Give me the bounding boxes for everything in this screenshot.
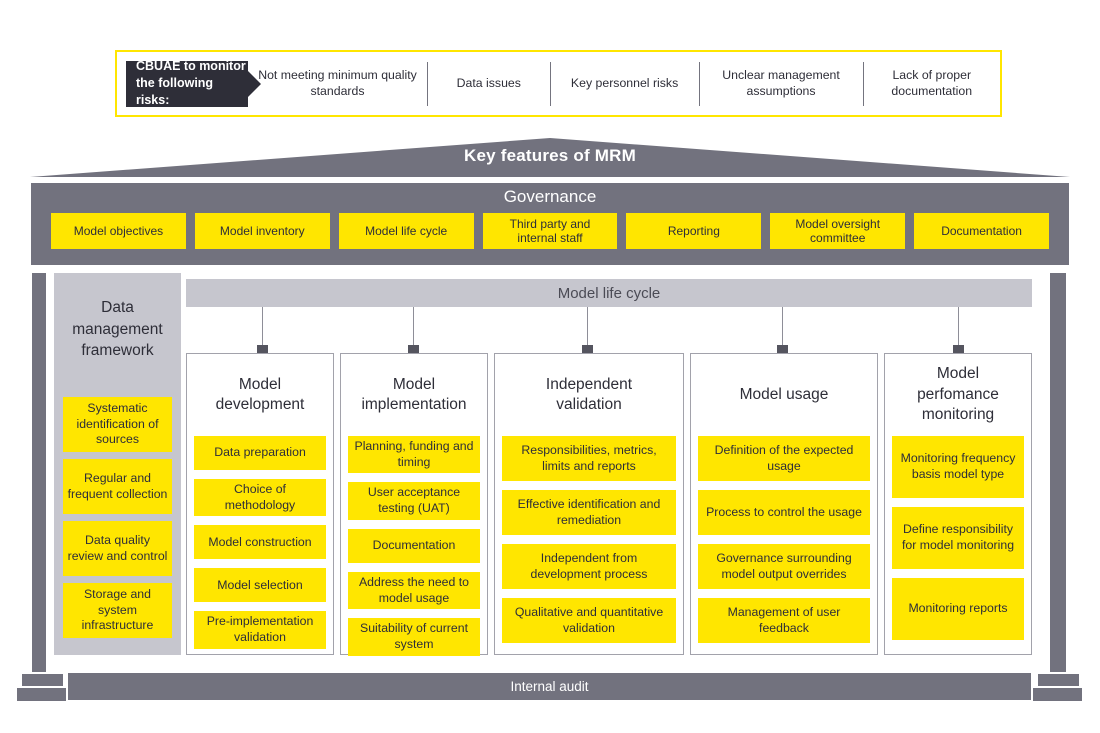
dmf-item: Systematic identification of sources <box>63 397 172 452</box>
column-item: Address the need to model usage <box>348 571 480 610</box>
connector-plug <box>582 345 593 357</box>
lifecycle-column-development: Model development Data preparation Choic… <box>186 353 334 655</box>
data-management-title: Data management framework <box>72 299 163 360</box>
data-management-items: Systematic identification of sources Reg… <box>63 397 172 638</box>
connector-plug <box>777 345 788 357</box>
pillar-left <box>32 273 46 672</box>
governance-box: Model oversight committee <box>770 213 906 249</box>
column-items: Monitoring frequency basis model type De… <box>892 436 1024 640</box>
column-title: Model perfomance monitoring <box>892 354 1024 436</box>
lifecycle-column-validation: Independent validation Responsibilities,… <box>494 353 684 655</box>
data-management-panel: Data management framework Systematic ide… <box>54 273 181 655</box>
column-title: Model implementation <box>348 354 480 436</box>
column-title-text: Model perfomance monitoring <box>917 365 999 424</box>
column-item: Model selection <box>194 568 326 603</box>
risk-item: Unclear management assumptions <box>722 67 840 98</box>
column-item: Definition of the expected usage <box>698 436 870 481</box>
column-item: Management of user feedback <box>698 598 870 643</box>
column-item: Governance surrounding model output over… <box>698 544 870 589</box>
column-item: Monitoring frequency basis model type <box>892 436 1024 498</box>
column-title-text: Model implementation <box>361 375 467 413</box>
divider <box>426 61 428 106</box>
column-items: Data preparation Choice of methodology M… <box>194 436 326 649</box>
lifecycle-column-usage: Model usage Definition of the expected u… <box>690 353 878 655</box>
banner-arrow-label: CBUAE to monitor the following risks: <box>126 59 261 107</box>
risk-item: Key personnel risks <box>570 75 679 90</box>
banner-label-line2: the following risks: <box>136 76 214 107</box>
governance-box: Model objectives <box>51 213 186 249</box>
divider <box>862 61 864 106</box>
column-item: Monitoring reports <box>892 578 1024 640</box>
column-title-text: Model usage <box>739 385 829 403</box>
column-item: Planning, funding and timing <box>348 436 480 474</box>
governance-box: Reporting <box>626 213 762 249</box>
risk-item: Data issues <box>456 75 521 90</box>
connector-line <box>782 307 783 347</box>
connector-line <box>413 307 414 347</box>
column-item: Qualitative and quantitative validation <box>502 598 676 643</box>
column-title: Independent validation <box>502 354 676 436</box>
column-item: Data preparation <box>194 436 326 470</box>
lifecycle-columns: Model development Data preparation Choic… <box>186 353 1032 656</box>
governance-row: Model objectives Model inventory Model l… <box>31 207 1069 249</box>
pillar-right <box>1050 273 1066 672</box>
connector-line <box>587 307 588 347</box>
column-item: Choice of methodology <box>194 479 326 517</box>
column-items: Planning, funding and timing User accept… <box>348 436 480 656</box>
connector-plug <box>408 345 419 357</box>
column-item: Suitability of current system <box>348 618 480 656</box>
column-title-text: Model development <box>215 375 305 413</box>
dmf-item: Data quality review and control <box>63 521 172 576</box>
connector-line <box>958 307 959 347</box>
lifecycle-column-monitoring: Model perfomance monitoring Monitoring f… <box>884 353 1032 655</box>
governance-box: Documentation <box>914 213 1050 249</box>
pillar-base-right <box>1038 674 1079 686</box>
governance-section: Governance Model objectives Model invent… <box>31 183 1069 265</box>
risk-list: Not meeting minimum quality standards Da… <box>248 52 1000 115</box>
column-items: Responsibilities, metrics, limits and re… <box>502 436 676 643</box>
governance-box: Model inventory <box>194 213 330 249</box>
column-item: Documentation <box>348 528 480 563</box>
dmf-item: Regular and frequent collection <box>63 459 172 514</box>
model-life-cycle-bar: Model life cycle <box>186 279 1032 307</box>
column-item: Define responsibility for model monitori… <box>892 507 1024 569</box>
risks-banner: CBUAE to monitor the following risks: No… <box>115 50 1002 117</box>
pillar-base-right <box>1033 688 1082 701</box>
pillar-base-left <box>22 674 63 686</box>
column-item: Model construction <box>194 525 326 560</box>
governance-title: Governance <box>503 187 597 206</box>
column-item: Effective identification and remediation <box>502 490 676 535</box>
column-title: Model usage <box>698 354 870 436</box>
column-items: Definition of the expected usage Process… <box>698 436 870 643</box>
risk-item: Not meeting minimum quality standards <box>258 67 417 98</box>
column-item: User acceptance testing (UAT) <box>348 482 480 520</box>
column-item: Independent from development process <box>502 544 676 589</box>
governance-box: Third party and internal staff <box>482 213 618 249</box>
lifecycle-column-implementation: Model implementation Planning, funding a… <box>340 353 488 656</box>
divider <box>549 61 551 106</box>
column-item: Pre-implementation validation <box>194 611 326 649</box>
divider <box>698 61 700 106</box>
dmf-item: Storage and system infrastructure <box>63 583 172 638</box>
column-title-text: Independent validation <box>545 375 633 413</box>
connector-plug <box>953 345 964 357</box>
connector-line <box>262 307 263 347</box>
internal-audit-bar: Internal audit <box>68 673 1031 700</box>
risk-item: Lack of proper documentation <box>891 67 973 98</box>
column-item: Process to control the usage <box>698 490 870 535</box>
governance-box: Model life cycle <box>338 213 474 249</box>
connector-plug <box>257 345 268 357</box>
column-item: Responsibilities, metrics, limits and re… <box>502 436 676 481</box>
roof-title: Key features of MRM <box>464 146 636 165</box>
column-title: Model development <box>194 354 326 436</box>
banner-label-line1: CBUAE to monitor <box>136 59 246 74</box>
pillar-base-left <box>17 688 66 701</box>
